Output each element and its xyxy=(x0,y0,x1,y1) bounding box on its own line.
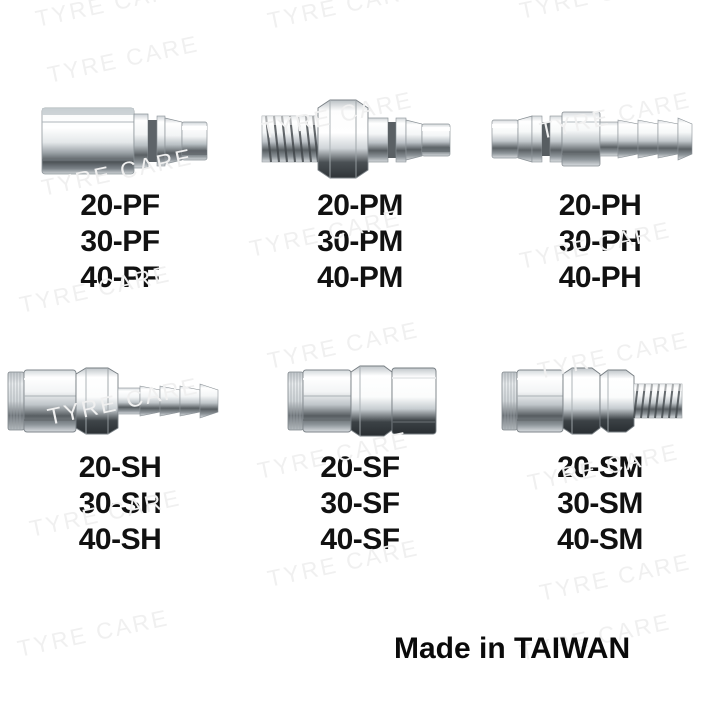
product-label: 40-PF xyxy=(80,261,160,294)
product-cell-pm: 20-PM 30-PM 40-PM xyxy=(240,88,480,294)
product-label: 40-SM xyxy=(557,523,643,556)
product-cell-pf: 20-PF 30-PF 40-PF xyxy=(0,88,240,294)
product-label: 40-PM xyxy=(317,261,403,294)
quick-coupler-female-thread-plug-icon xyxy=(41,107,208,175)
product-image-sm xyxy=(501,364,683,438)
product-cell-sf: 20-SF 30-SF 40-SF xyxy=(240,352,480,562)
product-image-sf xyxy=(287,364,437,438)
product-image-pf xyxy=(41,98,208,184)
product-image-ph xyxy=(491,106,693,172)
watermark-text: TYRE CARE xyxy=(15,604,172,662)
product-label: 20-PF xyxy=(80,189,160,222)
quick-coupler-socket-hose-barb-icon xyxy=(7,367,219,435)
product-label: 40-SH xyxy=(78,523,162,556)
product-label: 20-SH xyxy=(78,451,162,484)
product-labels-ph: 20-PH 30-PH 40-PH xyxy=(480,188,720,296)
product-label: 30-PF xyxy=(80,225,160,258)
product-label: 20-PM xyxy=(317,189,403,222)
watermark-text: TYRE CARE xyxy=(517,0,673,25)
product-label: 30-SM xyxy=(557,487,643,520)
quick-coupler-socket-female-thread-icon xyxy=(287,365,437,437)
product-labels-sf: 20-SF 30-SF 40-SF xyxy=(240,450,480,558)
quick-coupler-male-thread-plug-icon xyxy=(261,99,451,179)
product-labels-sm: 20-SM 30-SM 40-SM xyxy=(480,450,720,558)
quick-coupler-socket-male-thread-icon xyxy=(501,367,683,435)
product-labels-sh: 20-SH 30-SH 40-SH xyxy=(0,450,240,558)
product-labels-pf: 20-PF 30-PF 40-PF xyxy=(0,188,240,296)
watermark-text: TYRE CARE xyxy=(33,0,190,32)
quick-coupler-hose-barb-plug-icon xyxy=(491,111,693,167)
watermark-text: TYRE CARE xyxy=(265,0,422,34)
made-in-taiwan-label: Made in TAIWAN xyxy=(394,632,631,665)
product-label: 20-SM xyxy=(557,451,643,484)
product-label: 40-PH xyxy=(558,261,642,294)
watermark-text: TYRE CARE xyxy=(45,30,202,88)
product-label: 30-SH xyxy=(78,487,162,520)
product-labels-pm: 20-PM 30-PM 40-PM xyxy=(240,188,480,296)
product-image-sh xyxy=(7,366,219,436)
product-label: 30-PH xyxy=(558,225,642,258)
product-label: 20-PH xyxy=(558,189,642,222)
product-cell-sh: 20-SH 30-SH 40-SH xyxy=(0,352,240,562)
product-label: 30-SF xyxy=(320,487,400,520)
product-image-pm xyxy=(261,94,451,186)
product-label: 20-SF xyxy=(320,451,400,484)
product-label: 30-PM xyxy=(317,225,403,258)
product-label: 40-SF xyxy=(320,523,400,556)
product-cell-ph: 20-PH 30-PH 40-PH xyxy=(480,88,720,294)
product-cell-sm: 20-SM 30-SM 40-SM xyxy=(480,352,720,562)
